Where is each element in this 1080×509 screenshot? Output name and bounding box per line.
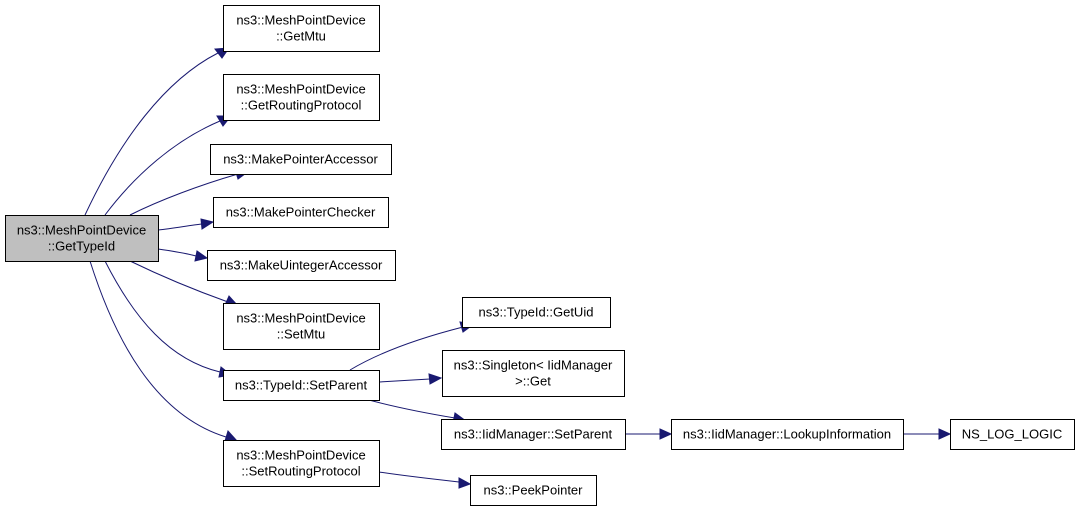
node-label: ns3::TypeId::SetParent: [235, 378, 368, 393]
node-label: ::GetTypeId: [48, 239, 115, 254]
node-mkptracc[interactable]: ns3::MakePointerAccessor: [210, 144, 392, 175]
edge-line: [368, 399, 456, 419]
edge-line: [84, 52, 219, 216]
node-singleton[interactable]: ns3::Singleton< IidManager >::Get: [442, 350, 625, 397]
node-label: >::Get: [515, 374, 551, 389]
node-label: ns3::MeshPointDevice: [236, 311, 365, 326]
node-label: ns3::MeshPointDevice: [236, 82, 365, 97]
node-iidsetparent[interactable]: ns3::IidManager::SetParent: [441, 419, 626, 450]
node-label: NS_LOG_LOGIC: [962, 427, 1062, 442]
edge-line: [129, 260, 229, 303]
edge-line: [129, 173, 239, 216]
node-getuid[interactable]: ns3::TypeId::GetUid: [462, 297, 611, 328]
nodes-layer: ns3::MeshPointDevice::GetTypeIdns3::Mesh…: [5, 5, 1075, 506]
node-label: ns3::MakeUintegerAccessor: [220, 258, 383, 273]
node-box: [441, 419, 626, 450]
node-setrouting[interactable]: ns3::MeshPointDevice::SetRoutingProtocol: [223, 440, 380, 487]
node-nslog[interactable]: NS_LOG_LOGIC: [950, 419, 1075, 450]
node-label: ns3::MakePointerAccessor: [223, 152, 378, 167]
node-box: [671, 419, 904, 450]
node-getrouting[interactable]: ns3::MeshPointDevice::GetRoutingProtocol: [223, 74, 380, 121]
node-box: [223, 5, 380, 52]
edge-line: [89, 260, 227, 438]
node-box: [223, 440, 380, 487]
node-label: ::GetMtu: [276, 29, 326, 44]
arrow-head-icon: [200, 218, 215, 230]
node-box: [470, 475, 597, 506]
node-label: ns3::IidManager::SetParent: [454, 427, 613, 442]
node-box: [462, 297, 611, 328]
node-box: [213, 197, 389, 228]
edge-root-to-mkuintacc: [157, 248, 209, 262]
edge-line: [378, 471, 460, 483]
node-label: ::SetMtu: [277, 327, 325, 342]
node-box: [210, 144, 392, 175]
arrow-head-icon: [194, 250, 209, 262]
edge-root-to-mkptrchk: [157, 218, 215, 231]
edge-line: [104, 260, 221, 373]
arrow-head-icon: [938, 428, 952, 440]
edge-setparent-to-singleton: [378, 373, 443, 385]
node-label: ns3::TypeId::GetUid: [479, 305, 594, 320]
node-setparent[interactable]: ns3::TypeId::SetParent: [223, 370, 380, 401]
edge-setrouting-to-peekptr: [378, 471, 472, 489]
edge-line: [157, 223, 203, 231]
node-box: [223, 370, 380, 401]
edge-line: [349, 326, 464, 371]
node-peekptr[interactable]: ns3::PeekPointer: [470, 475, 597, 506]
node-box: [223, 74, 380, 121]
node-label: ns3::MeshPointDevice: [236, 13, 365, 28]
edge-line: [157, 248, 197, 257]
node-box: [950, 419, 1075, 450]
edge-root-to-setrouting: [89, 260, 239, 442]
node-label: ::SetRoutingProtocol: [241, 464, 360, 479]
node-lookup[interactable]: ns3::IidManager::LookupInformation: [671, 419, 904, 450]
node-label: ns3::PeekPointer: [483, 483, 583, 498]
edges-layer: [84, 47, 952, 489]
edge-lookup-to-nslog: [903, 428, 952, 440]
node-label: ns3::MeshPointDevice: [236, 448, 365, 463]
edge-iidsetparent-to-lookup: [625, 428, 673, 440]
node-label: ns3::Singleton< IidManager: [454, 358, 613, 373]
node-box: [442, 350, 625, 397]
arrow-head-icon: [458, 477, 472, 489]
node-box: [207, 250, 396, 281]
node-label: ::GetRoutingProtocol: [241, 98, 362, 113]
node-label: ns3::MeshPointDevice: [17, 223, 146, 238]
node-mkuintacc[interactable]: ns3::MakeUintegerAccessor: [207, 250, 396, 281]
edge-line: [104, 120, 221, 216]
edge-line: [378, 378, 431, 383]
node-box: [5, 215, 159, 262]
node-root: ns3::MeshPointDevice::GetTypeId: [5, 215, 159, 262]
node-getmtu[interactable]: ns3::MeshPointDevice::GetMtu: [223, 5, 380, 52]
node-label: ns3::IidManager::LookupInformation: [683, 427, 891, 442]
arrow-head-icon: [428, 373, 443, 385]
node-mkptrchk[interactable]: ns3::MakePointerChecker: [213, 197, 389, 228]
node-box: [223, 303, 380, 350]
node-setmtu[interactable]: ns3::MeshPointDevice::SetMtu: [223, 303, 380, 350]
arrow-head-icon: [659, 428, 673, 440]
edge-root-to-getmtu: [84, 47, 231, 216]
node-label: ns3::MakePointerChecker: [226, 205, 376, 220]
arrow-head-icon: [224, 430, 239, 442]
